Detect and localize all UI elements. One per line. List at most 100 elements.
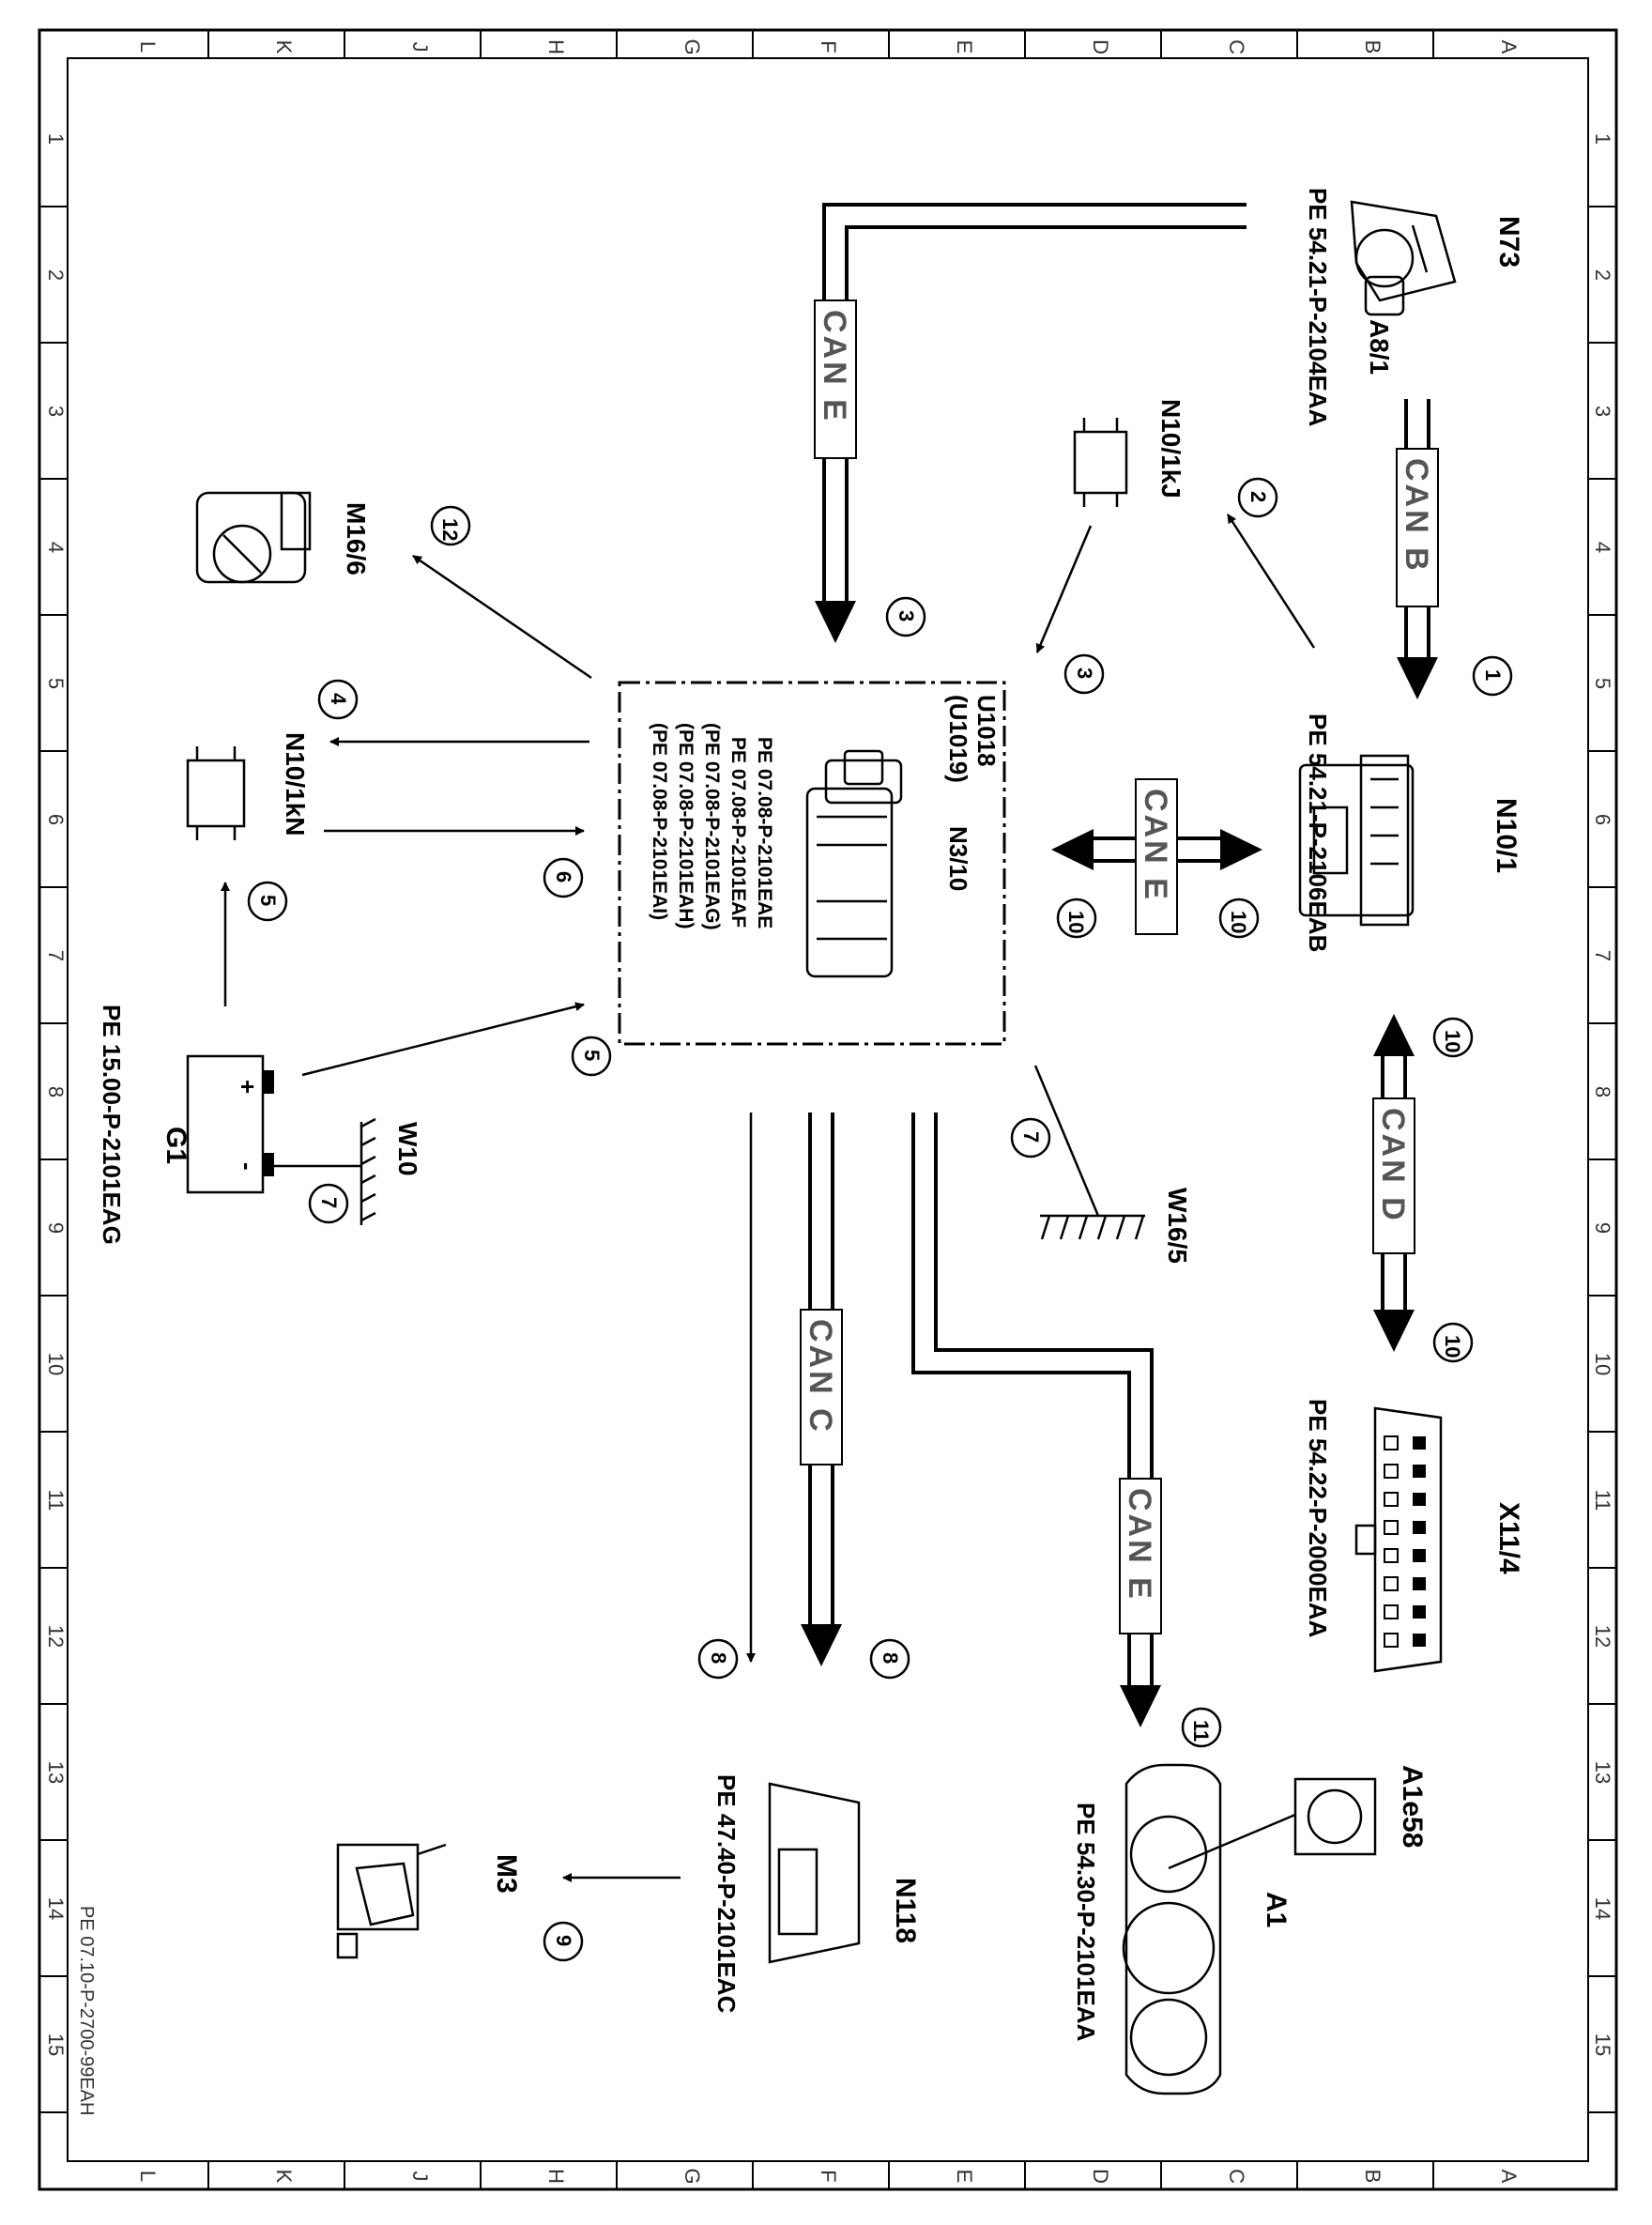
- grid-col-A-bottom: A: [1497, 2170, 1521, 2184]
- svg-text:8: 8: [707, 1652, 730, 1664]
- callout-6: 6: [543, 857, 584, 898]
- grid-row-8-left: 8: [44, 1086, 68, 1097]
- svg-text:10: 10: [1227, 911, 1250, 933]
- signal-arrows: [221, 514, 1316, 1882]
- svg-text:2: 2: [1247, 491, 1270, 502]
- grid-row-7-right: 7: [1591, 950, 1614, 961]
- grid-row-13-left: 13: [44, 1761, 68, 1784]
- callout-10-can-d-top: 10: [1432, 1017, 1474, 1058]
- callout-5-right: 5: [571, 1036, 612, 1077]
- n118-ref: PE 47.40-P-2101EAC: [712, 1774, 741, 2014]
- grid-row-labels-left: 1 2 3 4 5 6 7 8 9 10 11 12 13 14 15: [44, 133, 68, 2056]
- svg-text:11: 11: [1189, 1720, 1213, 1742]
- ecu-n3-10: U1018 (U1019) N3/10 PE 07.08-P-2101EAE P…: [618, 681, 1006, 1046]
- n10-1kn-relay: N10/1kN: [186, 732, 310, 840]
- grid-row-15-left: 15: [44, 2033, 68, 2056]
- w10-label: W10: [393, 1122, 422, 1176]
- svg-text:3: 3: [895, 610, 918, 621]
- x11-4-label: X11/4: [1493, 1502, 1524, 1574]
- n10-1-label: N10/1: [1491, 798, 1522, 873]
- ecu-ref-1: PE 07.08-P-2101EAE: [754, 737, 775, 928]
- g1-ref: PE 15.00-P-2101EAG: [98, 1005, 126, 1245]
- g1-battery: + - G1 PE 15.00-P-2101EAG: [98, 1005, 274, 1245]
- a1-instrument-cluster: A1e58 A1 PE 54.30-P-2101EAA: [1072, 1763, 1428, 2095]
- grid-row-1-left: 1: [44, 133, 68, 145]
- callout-7-left: 7: [308, 1183, 349, 1224]
- grid-row-4-left: 4: [44, 542, 68, 553]
- can-e-top-label: CAN E: [817, 310, 852, 423]
- grid-col-D-top: D: [1089, 39, 1112, 54]
- n118-fuel-pump-module: N118 PE 47.40-P-2101EAC: [712, 1774, 921, 2014]
- can-e-bottom-label: CAN E: [1122, 1488, 1157, 1602]
- callout-2: 2: [1237, 477, 1278, 518]
- grid-row-2-left: 2: [44, 269, 68, 281]
- grid-col-A-top: A: [1497, 40, 1521, 54]
- grid-row-3-right: 3: [1591, 406, 1614, 417]
- w16-5-label: W16/5: [1163, 1188, 1192, 1264]
- grid-col-E-top: E: [953, 40, 976, 54]
- n10-1kn-label: N10/1kN: [281, 732, 310, 836]
- callout-8-right: 8: [869, 1638, 910, 1680]
- ecu-ref-5: (PE 07.08-P-2101EAI): [649, 723, 670, 920]
- grid-row-10-left: 10: [44, 1353, 68, 1375]
- grid-col-K-bottom: K: [272, 2170, 296, 2184]
- ecu-label-u1018: U1018: [972, 695, 1001, 767]
- grid-row-5-right: 5: [1591, 678, 1614, 689]
- callout-10-ecu-left: 10: [1056, 898, 1097, 939]
- n73-ignition-switch: N73 A8/1 PE 54.21-P-2104EAA: [1304, 188, 1524, 427]
- g1-label: G1: [161, 1127, 191, 1164]
- grid-col-J-top: J: [408, 42, 432, 53]
- callout-9: 9: [543, 1921, 584, 1962]
- svg-text:7: 7: [317, 1197, 341, 1208]
- grid-ticks: [39, 30, 1616, 2189]
- a8-1-label: A8/1: [1365, 319, 1394, 375]
- grid-col-K-top: K: [272, 40, 296, 54]
- grid-row-9-right: 9: [1591, 1222, 1614, 1234]
- grid-col-F-top: F: [817, 40, 840, 53]
- callout-11: 11: [1181, 1707, 1222, 1748]
- callout-8-left: 8: [697, 1638, 739, 1680]
- grid-col-C-top: C: [1225, 39, 1248, 54]
- svg-text:10: 10: [1441, 1335, 1464, 1358]
- grid-row-6-left: 6: [44, 814, 68, 825]
- svg-text:5: 5: [580, 1050, 604, 1061]
- grid-row-2-right: 2: [1591, 269, 1614, 281]
- svg-text:10: 10: [1064, 911, 1088, 933]
- svg-text:1: 1: [1481, 669, 1505, 681]
- ecu-ref-2: PE 07.08-P-2101EAF: [727, 737, 749, 928]
- grid-col-J-bottom: J: [408, 2171, 432, 2182]
- svg-text:5: 5: [256, 895, 280, 906]
- grid-col-L-bottom: L: [136, 2171, 160, 2182]
- can-e-bottom-bus: CAN E: [911, 1112, 1162, 1727]
- ecu-ref-3: (PE 07.08-P-2101EAG): [701, 723, 723, 930]
- n118-label: N118: [890, 1878, 921, 1943]
- grid-row-13-right: 13: [1591, 1761, 1614, 1784]
- callout-3-top: 3: [885, 596, 926, 637]
- svg-text:7: 7: [1019, 1131, 1043, 1143]
- grid-row-5-left: 5: [44, 678, 68, 689]
- ecu-ref-4: (PE 07.08-P-2101EAH): [675, 723, 696, 928]
- grid-col-H-bottom: H: [544, 2169, 568, 2184]
- grid-col-H-top: H: [544, 39, 568, 54]
- svg-text:6: 6: [552, 871, 575, 882]
- ecu-label-n3-10: N3/10: [944, 826, 972, 891]
- can-e-top-bus: CAN E: [814, 203, 1247, 643]
- can-d-label: CAN D: [1375, 1108, 1411, 1223]
- grid-row-14-right: 14: [1591, 1897, 1614, 1920]
- callout-10-ecu-right: 10: [1218, 898, 1260, 939]
- footer-code: PE 07.10-P-2700-99EAH: [76, 1906, 97, 2115]
- grid-col-C-bottom: C: [1225, 2169, 1248, 2184]
- callout-3-mid: 3: [1063, 653, 1105, 695]
- grid-row-8-right: 8: [1591, 1086, 1614, 1097]
- svg-text:10: 10: [1441, 1030, 1464, 1052]
- grid-row-12-right: 12: [1591, 1625, 1614, 1648]
- can-e-mid-label: CAN E: [1138, 789, 1173, 902]
- can-c-bus: CAN C: [800, 1112, 843, 1666]
- grid-column-labels-top: L K J H G F E D C B A: [136, 38, 1521, 54]
- grid-row-labels-right: 1 2 3 4 5 6 7 8 9 10 11 12 13 14 15: [1591, 133, 1614, 2056]
- grid-column-labels-bottom: L K J H G F E D C B A: [136, 2168, 1521, 2184]
- n10-1-sam-module: N10/1 PE 54.21-P-2106EAB: [1298, 714, 1522, 952]
- can-b-label: CAN B: [1399, 458, 1434, 574]
- grid-col-E-bottom: E: [953, 2170, 976, 2184]
